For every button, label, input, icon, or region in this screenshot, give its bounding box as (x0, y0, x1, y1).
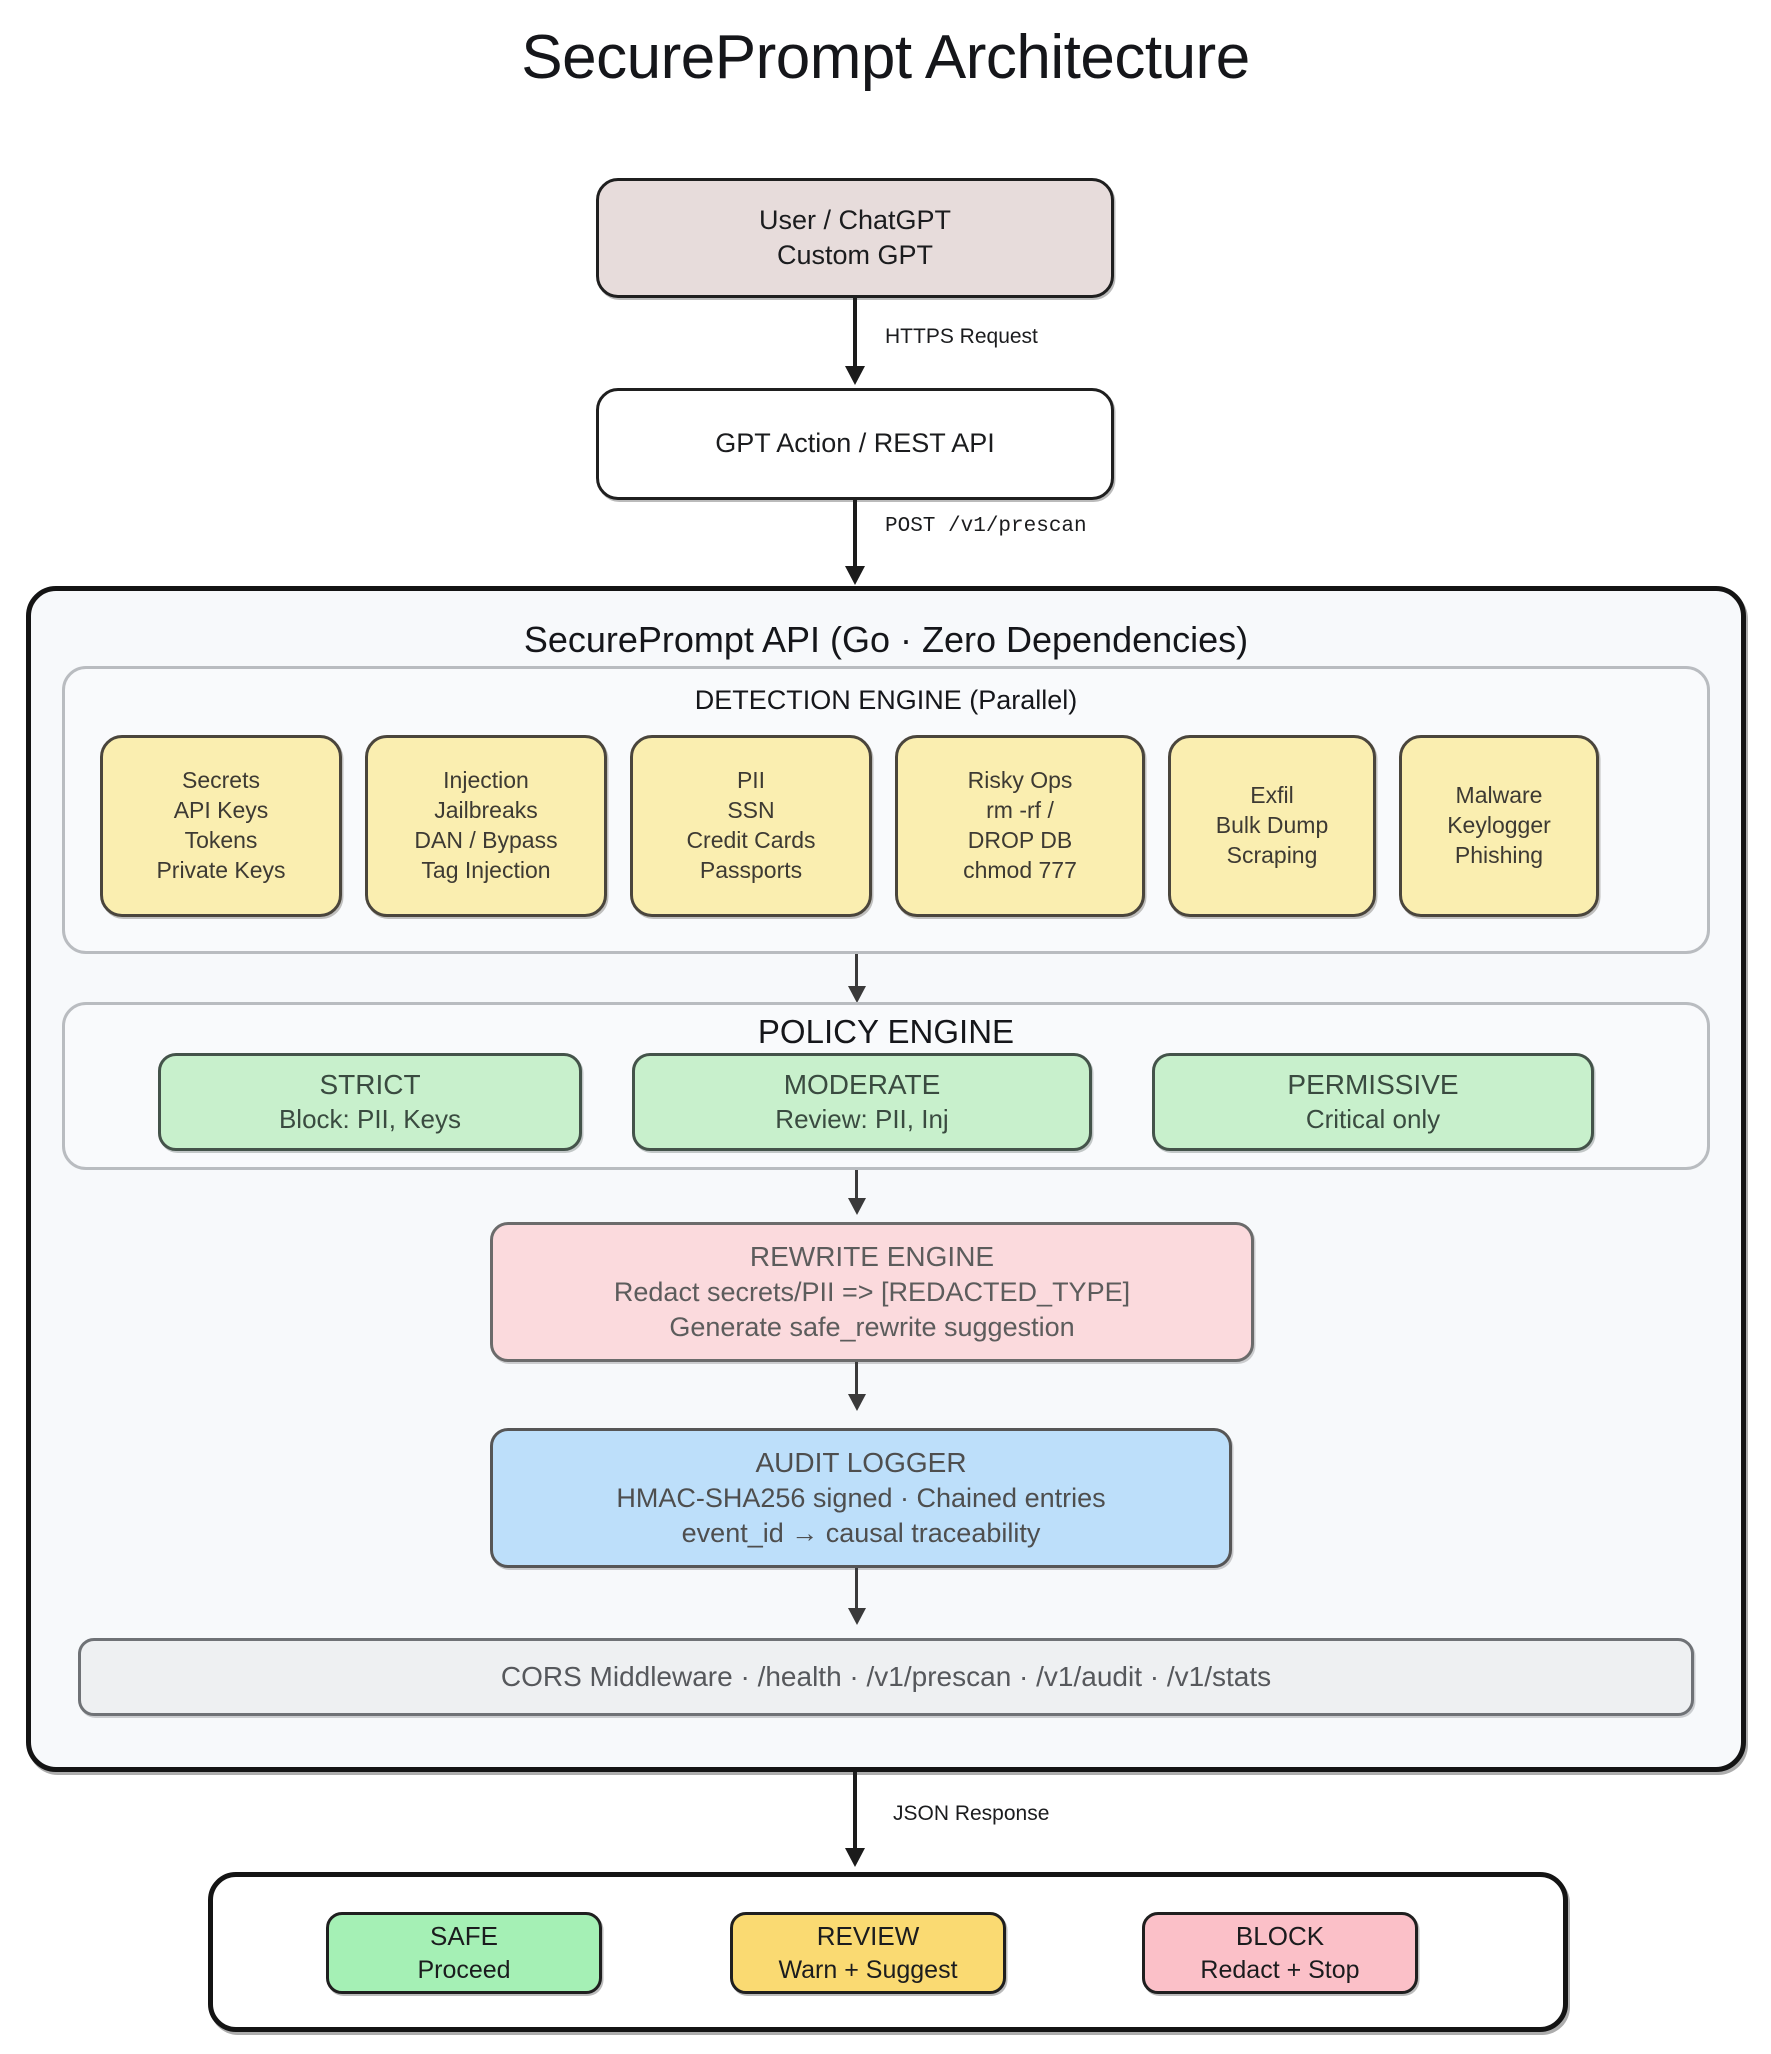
outcome-safe[interactable]: SAFE Proceed (326, 1912, 602, 1994)
edge-audit-to-cors (855, 1568, 858, 1618)
node-cors-middleware[interactable]: CORS Middleware · /health · /v1/prescan … (78, 1638, 1694, 1716)
detector-malware-line1: Malware (1455, 782, 1543, 809)
api-container-title: SecurePrompt API (Go · Zero Dependencies… (523, 619, 1249, 660)
policy-strict-head: STRICT (319, 1068, 421, 1100)
node-rewrite-engine[interactable]: REWRITE ENGINE Redact secrets/PII => [RE… (490, 1222, 1254, 1362)
policy-permissive[interactable]: PERMISSIVE Critical only (1152, 1053, 1594, 1151)
detector-injection-line1: Injection (443, 767, 529, 794)
policy-strict[interactable]: STRICT Block: PII, Keys (158, 1053, 582, 1151)
node-user-chatgpt[interactable]: User / ChatGPT Custom GPT (596, 178, 1114, 298)
edge-api-to-output (853, 1772, 857, 1854)
edge-label-post-prescan: POST /v1/prescan (885, 515, 1087, 538)
arrowhead-gptaction-to-api (845, 566, 865, 585)
detector-injection[interactable]: Injection Jailbreaks DAN / Bypass Tag In… (365, 735, 607, 917)
detector-risky-ops-line4: chmod 777 (963, 856, 1077, 883)
detector-secrets-line4: Private Keys (156, 856, 286, 883)
outcome-review-sub: Warn + Suggest (778, 1955, 958, 1984)
detector-exfil-line1: Exfil (1250, 782, 1294, 809)
detector-risky-ops[interactable]: Risky Ops rm -rf / DROP DB chmod 777 (895, 735, 1145, 917)
detector-exfil-line2: Bulk Dump (1215, 812, 1329, 839)
detector-secrets-line2: API Keys (173, 797, 269, 824)
detector-pii-line3: Credit Cards (686, 827, 816, 853)
detector-malware[interactable]: Malware Keylogger Phishing (1399, 735, 1599, 917)
outcome-block[interactable]: BLOCK Redact + Stop (1142, 1912, 1418, 1994)
rewrite-engine-head: REWRITE ENGINE (749, 1240, 995, 1272)
policy-moderate-sub: Review: PII, Inj (775, 1104, 949, 1135)
edge-label-https-request: HTTPS Request (885, 325, 1038, 348)
policy-engine-title: POLICY ENGINE (757, 1013, 1015, 1050)
detector-pii[interactable]: PII SSN Credit Cards Passports (630, 735, 872, 917)
detector-exfil[interactable]: Exfil Bulk Dump Scraping (1168, 735, 1376, 917)
arrowhead-policy-to-rewrite (848, 1198, 866, 1215)
edge-gptaction-to-api (853, 500, 857, 570)
policy-permissive-head: PERMISSIVE (1287, 1068, 1459, 1100)
detector-secrets-line3: Tokens (184, 827, 258, 853)
detector-malware-line2: Keylogger (1447, 812, 1551, 839)
audit-logger-sub1: HMAC-SHA256 signed · Chained entries (616, 1483, 1106, 1514)
policy-moderate-head: MODERATE (783, 1068, 941, 1100)
policy-moderate[interactable]: MODERATE Review: PII, Inj (632, 1053, 1092, 1151)
outcome-block-sub: Redact + Stop (1200, 1955, 1360, 1984)
edge-label-json-response: JSON Response (893, 1802, 1050, 1825)
arrowhead-detection-to-policy (848, 986, 866, 1003)
detector-malware-line3: Phishing (1454, 841, 1544, 868)
node-user-line1: User / ChatGPT (758, 204, 952, 235)
edge-detection-to-policy (855, 954, 858, 998)
page-title: SecurePrompt Architecture (521, 23, 1250, 92)
arrowhead-rewrite-to-audit (848, 1394, 866, 1411)
edge-user-to-gptaction (853, 298, 857, 370)
outcome-review[interactable]: REVIEW Warn + Suggest (730, 1912, 1006, 1994)
detector-risky-ops-line1: Risky Ops (967, 767, 1073, 794)
detection-engine-title: DETECTION ENGINE (Parallel) (694, 685, 1078, 715)
arrowhead-audit-to-cors (848, 1608, 866, 1625)
rewrite-engine-sub2: Generate safe_rewrite suggestion (669, 1312, 1075, 1343)
edge-rewrite-to-audit (855, 1362, 858, 1406)
audit-logger-sub2: event_id → causal traceability (681, 1518, 1041, 1549)
policy-strict-sub: Block: PII, Keys (278, 1104, 462, 1135)
detector-risky-ops-line2: rm -rf / (986, 797, 1054, 824)
node-audit-logger[interactable]: AUDIT LOGGER HMAC-SHA256 signed · Chaine… (490, 1428, 1232, 1568)
policy-permissive-sub: Critical only (1305, 1104, 1441, 1135)
node-gpt-action-rest-api[interactable]: GPT Action / REST API (596, 388, 1114, 500)
rewrite-engine-sub1: Redact secrets/PII => [REDACTED_TYPE] (613, 1277, 1131, 1308)
detector-injection-line4: Tag Injection (421, 856, 551, 883)
arrowhead-user-to-gptaction (845, 366, 865, 385)
detector-injection-line3: DAN / Bypass (414, 827, 558, 853)
detector-pii-line2: SSN (727, 797, 775, 824)
detector-pii-line4: Passports (699, 856, 803, 883)
outcome-safe-sub: Proceed (417, 1955, 511, 1984)
detector-secrets[interactable]: Secrets API Keys Tokens Private Keys (100, 735, 342, 917)
audit-logger-head: AUDIT LOGGER (755, 1446, 967, 1478)
detector-secrets-line1: Secrets (182, 767, 260, 794)
detector-injection-line2: Jailbreaks (434, 797, 538, 824)
node-user-line2: Custom GPT (776, 240, 934, 270)
cors-middleware-label: CORS Middleware · /health · /v1/prescan … (500, 1660, 1272, 1692)
outcome-review-head: REVIEW (816, 1920, 920, 1951)
arrowhead-api-to-output (845, 1848, 865, 1867)
detector-risky-ops-line3: DROP DB (967, 827, 1073, 853)
edge-policy-to-rewrite (855, 1170, 858, 1208)
outcome-safe-head: SAFE (430, 1920, 498, 1951)
outcome-block-head: BLOCK (1235, 1920, 1325, 1951)
node-gpt-action-label: GPT Action / REST API (715, 428, 995, 459)
detector-pii-line1: PII (736, 767, 766, 794)
detector-exfil-line3: Scraping (1226, 841, 1318, 868)
